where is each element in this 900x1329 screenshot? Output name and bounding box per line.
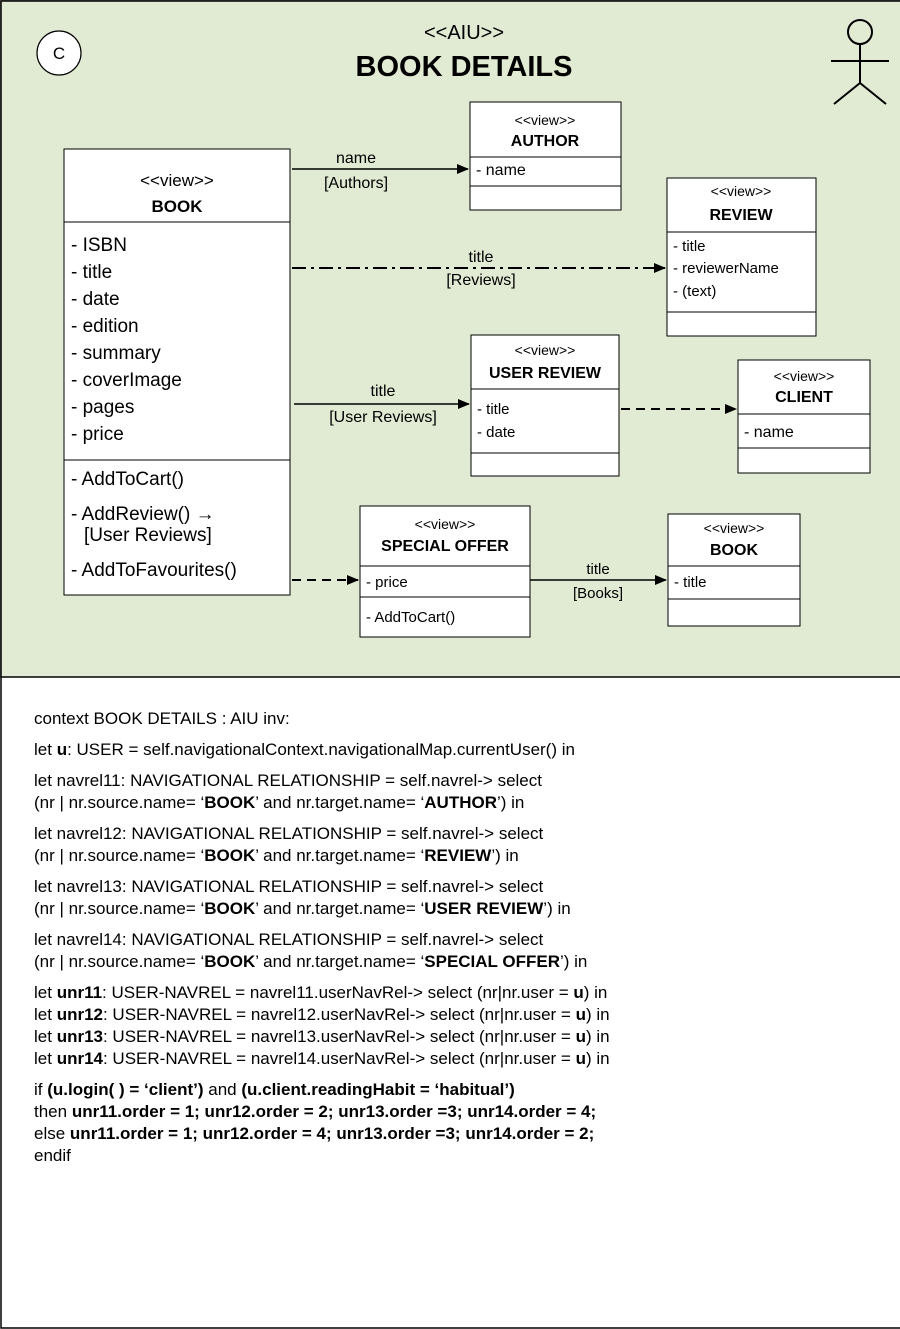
ocl-unr-12: let unr12: USER-NAVREL = navrel12.userNa… xyxy=(34,1005,610,1024)
class-stereotype: <<view>> xyxy=(415,516,476,532)
class-special-offer: <<view>> SPECIAL OFFER - price - AddToCa… xyxy=(359,505,531,638)
class-stereotype: <<view>> xyxy=(704,520,765,536)
class-operation-target: [User Reviews] xyxy=(84,525,212,546)
link-book-author: name [Authors] xyxy=(292,150,469,192)
link-offer-book: title [Books] xyxy=(530,561,667,602)
class-attribute: - price xyxy=(366,574,408,591)
ocl-else-line: else unr11.order = 1; unr12.order = 4; u… xyxy=(34,1124,595,1143)
class-attribute: - title xyxy=(477,401,510,418)
class-attribute: - pages xyxy=(71,397,134,418)
ocl-constraint-text: context BOOK DETAILS : AIU inv: let u: U… xyxy=(34,708,874,1176)
class-attribute: - title xyxy=(71,262,112,283)
link-context: [User Reviews] xyxy=(329,409,437,426)
class-book-small: <<view>> BOOK - title xyxy=(667,513,801,627)
class-attribute: - edition xyxy=(71,316,139,337)
actor-stick-figure-icon xyxy=(831,19,889,105)
ocl-context-line: context BOOK DETAILS : AIU inv: xyxy=(34,709,290,728)
class-stereotype: <<view>> xyxy=(515,342,576,358)
class-review: <<view>> REVIEW - title - reviewerName -… xyxy=(666,177,817,337)
ocl-navrel-13: let navrel13: NAVIGATIONAL RELATIONSHIP … xyxy=(34,877,571,918)
class-operation: - AddReview() → xyxy=(71,504,215,525)
link-book-user-review: title [User Reviews] xyxy=(294,383,470,426)
link-label: title xyxy=(469,249,494,266)
ocl-condition-block: if (u.login( ) = ‘client’) and (u.client… xyxy=(34,1079,874,1167)
class-name: CLIENT xyxy=(775,389,833,406)
class-attribute: - title xyxy=(674,574,707,591)
link-label: title xyxy=(371,383,396,400)
link-context: [Books] xyxy=(573,585,623,602)
ocl-navrel-14: let navrel14: NAVIGATIONAL RELATIONSHIP … xyxy=(34,930,588,971)
ocl-unr-11: let unr11: USER-NAVREL = navrel11.userNa… xyxy=(34,983,608,1002)
ocl-navrel-12: let navrel12: NAVIGATIONAL RELATIONSHIP … xyxy=(34,824,544,865)
class-stereotype: <<view>> xyxy=(774,368,835,384)
class-name: AUTHOR xyxy=(511,133,580,150)
navigation-diagram: C <<AIU>> BOOK DETAILS <<view>> BOOK - I… xyxy=(0,0,900,678)
class-name: BOOK xyxy=(710,542,758,559)
class-name: USER REVIEW xyxy=(489,365,602,382)
class-author: <<view>> AUTHOR - name xyxy=(469,101,622,211)
class-name: SPECIAL OFFER xyxy=(381,538,509,555)
aiu-stereotype: <<AIU>> xyxy=(424,22,504,44)
ocl-if-line: if (u.login( ) = ‘client’) and (u.client… xyxy=(34,1080,515,1099)
class-name: REVIEW xyxy=(709,207,773,224)
class-stereotype: <<view>> xyxy=(711,183,772,199)
class-attribute: - coverImage xyxy=(71,370,182,391)
class-operation: - AddToFavourites() xyxy=(71,560,237,581)
link-context: [Authors] xyxy=(324,175,388,192)
class-stereotype: <<view>> xyxy=(515,112,576,128)
link-context: [Reviews] xyxy=(446,272,515,289)
ocl-unr-block: let unr11: USER-NAVREL = navrel11.userNa… xyxy=(34,982,874,1070)
class-attribute: - name xyxy=(744,424,794,441)
link-label: name xyxy=(336,150,376,167)
ocl-let-user: let u: USER = self.navigationalContext.n… xyxy=(34,740,575,759)
context-badge xyxy=(36,30,82,76)
class-attribute: - date xyxy=(71,289,120,310)
class-attribute: - title xyxy=(673,238,706,255)
class-attribute: - summary xyxy=(71,343,161,364)
class-stereotype: <<view>> xyxy=(140,171,214,190)
class-attribute: - ISBN xyxy=(71,235,127,256)
class-attribute: - date xyxy=(477,424,515,441)
link-label: title xyxy=(586,561,609,578)
class-book: <<view>> BOOK - ISBN - title - date - ed… xyxy=(63,148,291,596)
ocl-navrel-11: let navrel11: NAVIGATIONAL RELATIONSHIP … xyxy=(34,771,542,812)
link-book-review: title [Reviews] xyxy=(292,249,666,289)
ocl-then-line: then unr11.order = 1; unr12.order = 2; u… xyxy=(34,1102,597,1121)
ocl-unr-14: let unr14: USER-NAVREL = navrel14.userNa… xyxy=(34,1049,610,1068)
class-attribute: - name xyxy=(476,162,526,179)
class-attribute: - reviewerName xyxy=(673,260,779,277)
context-badge-label: C xyxy=(53,44,65,63)
class-attribute: - price xyxy=(71,424,124,445)
class-operation: - AddToCart() xyxy=(71,469,184,490)
ocl-endif-line: endif xyxy=(34,1146,71,1165)
diagram-title: BOOK DETAILS xyxy=(356,51,573,83)
class-client: <<view>> CLIENT - name xyxy=(737,359,871,474)
class-attribute: - (text) xyxy=(673,283,716,300)
ocl-unr-13: let unr13: USER-NAVREL = navrel13.userNa… xyxy=(34,1027,610,1046)
class-user-review: <<view>> USER REVIEW - title - date xyxy=(470,334,620,477)
class-name: BOOK xyxy=(152,197,204,216)
class-operation: - AddToCart() xyxy=(366,609,455,626)
